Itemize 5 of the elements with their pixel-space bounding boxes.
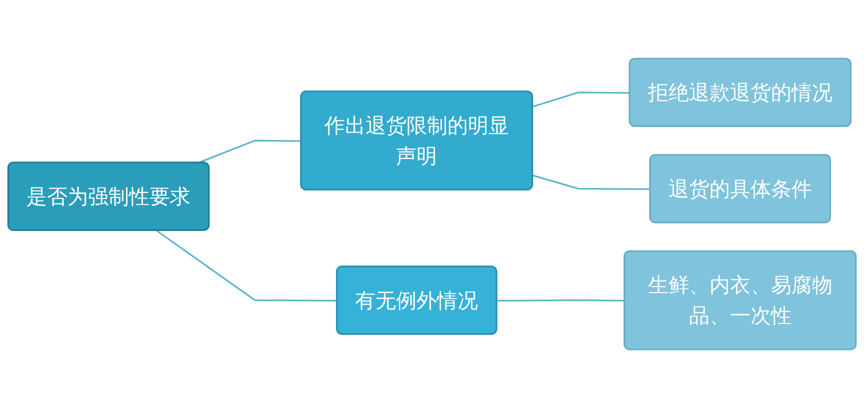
connector xyxy=(197,140,302,164)
connector xyxy=(532,174,651,190)
connector xyxy=(532,92,630,108)
connector xyxy=(497,299,625,302)
connector xyxy=(156,230,338,302)
